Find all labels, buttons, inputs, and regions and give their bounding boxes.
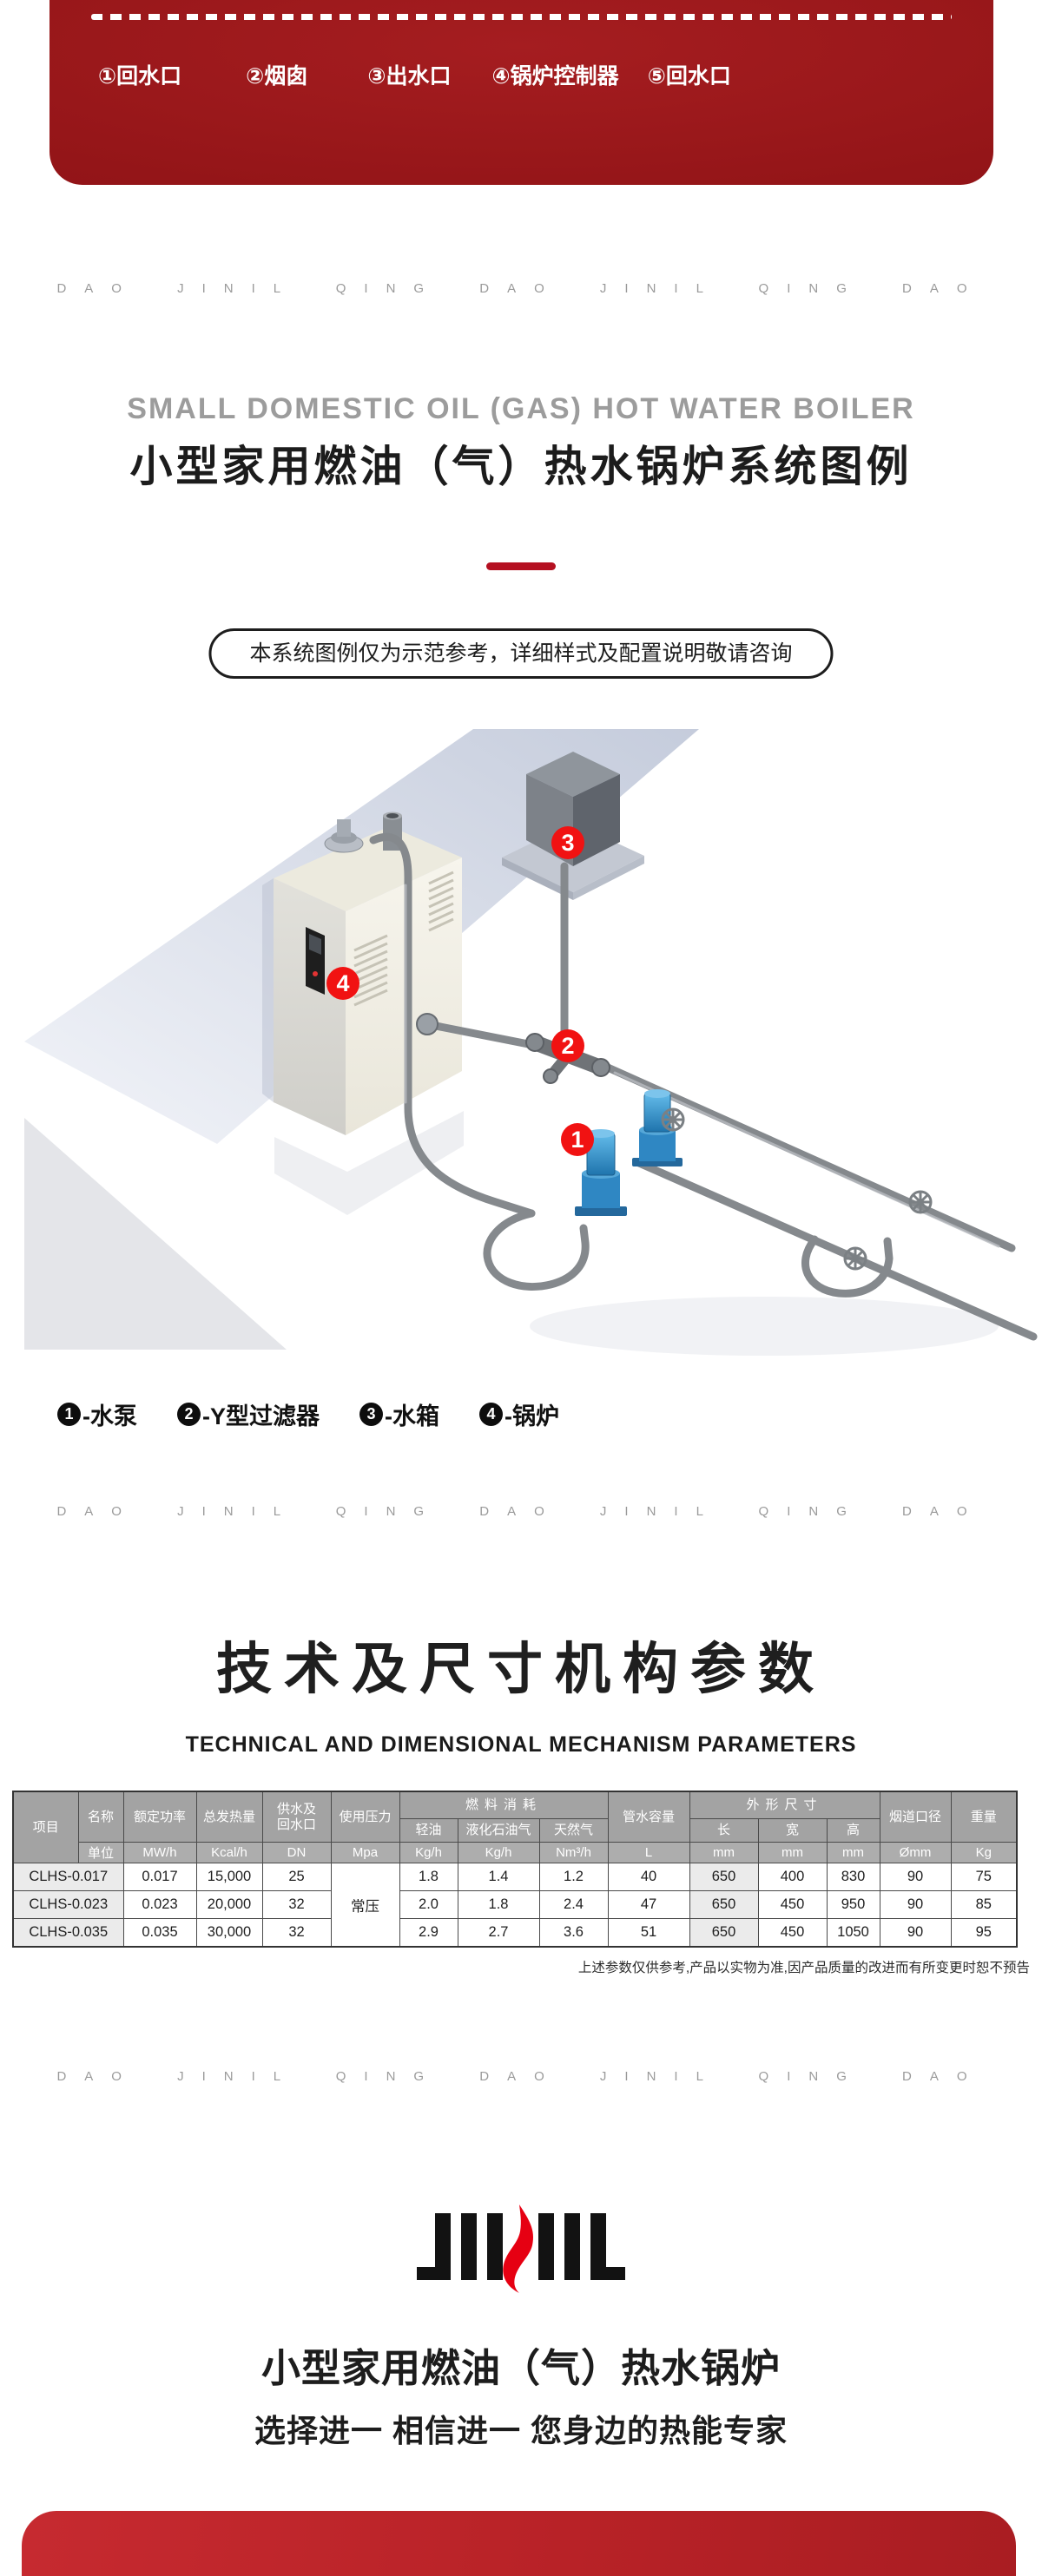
legend-bullet-4: 4 [479, 1403, 503, 1426]
unit-weight: Kg [950, 1842, 1018, 1863]
model-cell: CLHS-0.023 [12, 1890, 124, 1919]
col-header-power: 额定功率 [122, 1791, 197, 1843]
port-label-row: ①回水口 ②烟囱 ③出水口 ④锅炉控制器 ⑤回水口 [98, 59, 731, 90]
unit-heat: Kcal/h [195, 1842, 263, 1863]
port-label-2: ②烟囱 [246, 64, 308, 89]
model-cell: CLHS-0.017 [12, 1863, 124, 1891]
col-header-ng: 天然气 [538, 1818, 609, 1843]
col-header-heat: 总发热量 [195, 1791, 263, 1843]
table-row: CLHS-0.023 0.023 20,000 32 2.0 1.8 2.4 4… [12, 1890, 1018, 1919]
col-header-flue: 烟道口径 [879, 1791, 952, 1843]
col-header-item: 项目 [12, 1791, 79, 1863]
col-header-height: 高 [826, 1818, 880, 1843]
table-row: CLHS-0.035 0.035 30,000 32 2.9 2.7 3.6 5… [12, 1918, 1018, 1948]
unit-length: mm [689, 1842, 759, 1863]
footer-product-name: 小型家用燃油（气）热水锅炉 [260, 2346, 781, 2390]
col-group-fuel: 燃料消耗 [399, 1791, 609, 1819]
pipe-highlights [404, 884, 1000, 1248]
pipe-flange [416, 1013, 439, 1035]
disclaimer-pill: 本系统图例仅为示范参考，详细样式及配置说明敬请咨询 [208, 628, 834, 679]
logo-letter-l [590, 2213, 625, 2280]
valve-handwheels [661, 1107, 933, 1271]
col-group-dimensions: 外形尺寸 [689, 1791, 880, 1819]
footer-slogan: 选择进一 相信进一 您身边的热能专家 [254, 2413, 788, 2448]
vent-slots [353, 871, 454, 1007]
legend-item-strainer: 2 -Y型过滤器 [177, 1397, 320, 1431]
dashed-divider [91, 14, 952, 20]
brand-watermark: DAO JINIL QING DAO JINIL QING DAO [56, 281, 986, 296]
legend-bullet-3: 3 [359, 1403, 383, 1426]
svg-text:2: 2 [561, 1033, 574, 1059]
boiler-unit [274, 812, 462, 1135]
col-header-width: 宽 [757, 1818, 828, 1843]
svg-text:1: 1 [570, 1127, 584, 1153]
y-strainer [525, 1033, 610, 1084]
logo-letter-j [417, 2213, 451, 2280]
unit-power: MW/h [122, 1842, 197, 1863]
unit-pressure: Mpa [330, 1842, 400, 1863]
diagram-badge-3: 3 [551, 826, 584, 859]
diagram-badge-2: 2 [551, 1029, 584, 1062]
diagram-badge-4: 4 [326, 967, 359, 1000]
legend-item-tank: 3 -水箱 [359, 1397, 439, 1431]
col-header-supply: 供水及回水口 [261, 1791, 332, 1843]
port-label-3: ③出水口 [367, 64, 452, 89]
top-banner: ①回水口 ②烟囱 ③出水口 ④锅炉控制器 ⑤回水口 [49, 0, 993, 185]
unit-lpg: Kg/h [457, 1842, 540, 1863]
red-divider [486, 562, 556, 570]
diagram-legend: 1 -水泵 2 -Y型过滤器 3 -水箱 4 -锅炉 [57, 1397, 559, 1431]
legend-bullet-1: 1 [57, 1403, 81, 1426]
jinil-logo [417, 2205, 625, 2293]
unit-ng: Nm³/h [538, 1842, 609, 1863]
port-label-5: ⑤回水口 [647, 64, 731, 89]
svg-text:4: 4 [336, 970, 349, 996]
model-cell: CLHS-0.035 [12, 1918, 124, 1948]
unit-height: mm [826, 1842, 880, 1863]
col-header-weight: 重量 [950, 1791, 1018, 1843]
specs-title-zh: 技术及尺寸机构参数 [216, 1638, 826, 1700]
col-header-light-oil: 轻油 [399, 1818, 458, 1843]
logo-flame-icon [503, 2205, 534, 2293]
brand-watermark: DAO JINIL QING DAO JINIL QING DAO [56, 2069, 986, 2084]
unit-flue: Ømm [879, 1842, 952, 1863]
unit-supply: DN [261, 1842, 332, 1863]
pressure-cell: 常压 [330, 1863, 400, 1948]
port-label-4: ④锅炉控制器 [491, 64, 619, 89]
port-label-1: ①回水口 [98, 64, 182, 89]
col-header-lpg: 液化石油气 [457, 1818, 540, 1843]
control-panel [306, 927, 325, 995]
system-diagram: 3 4 2 1 [24, 729, 1038, 1356]
table-row: CLHS-0.017 0.017 15,000 25 常压 1.8 1.4 1.… [12, 1863, 1018, 1948]
specs-title-en: TECHNICAL AND DIMENSIONAL MECHANISM PARA… [185, 1732, 857, 1757]
water-pump-front [575, 1129, 627, 1216]
specs-table: 项目 名称 额定功率 总发热量 供水及回水口 使用压力 燃料消耗 管水容量 外形… [12, 1791, 1018, 1948]
unit-light-oil: Kg/h [399, 1842, 458, 1863]
svg-text:3: 3 [561, 830, 574, 856]
hero-title-en: SMALL DOMESTIC OIL (GAS) HOT WATER BOILE… [127, 392, 915, 425]
diagram-badge-1: 1 [561, 1123, 594, 1156]
col-header-length: 长 [689, 1818, 759, 1843]
unit-row-label: 单位 [77, 1842, 124, 1863]
unit-width: mm [757, 1842, 828, 1863]
brand-watermark: DAO JINIL QING DAO JINIL QING DAO [56, 1504, 986, 1519]
footer-red-band [22, 2511, 1016, 2576]
water-tank [502, 752, 644, 900]
legend-item-pump: 1 -水泵 [57, 1397, 137, 1431]
col-header-capacity: 管水容量 [607, 1791, 690, 1843]
legend-bullet-2: 2 [177, 1403, 201, 1426]
col-header-pressure: 使用压力 [330, 1791, 400, 1843]
col-header-name: 名称 [77, 1791, 124, 1843]
floor-reflections [24, 1111, 999, 1356]
unit-capacity: L [607, 1842, 690, 1863]
specs-disclaimer: 上述参数仅供参考,产品以实物为准,因产品质量的改进而有所变更时恕不预告 [577, 1961, 1030, 1975]
legend-item-boiler: 4 -锅炉 [479, 1397, 559, 1431]
hero-title-zh: 小型家用燃油（气）热水锅炉系统图例 [129, 444, 913, 490]
